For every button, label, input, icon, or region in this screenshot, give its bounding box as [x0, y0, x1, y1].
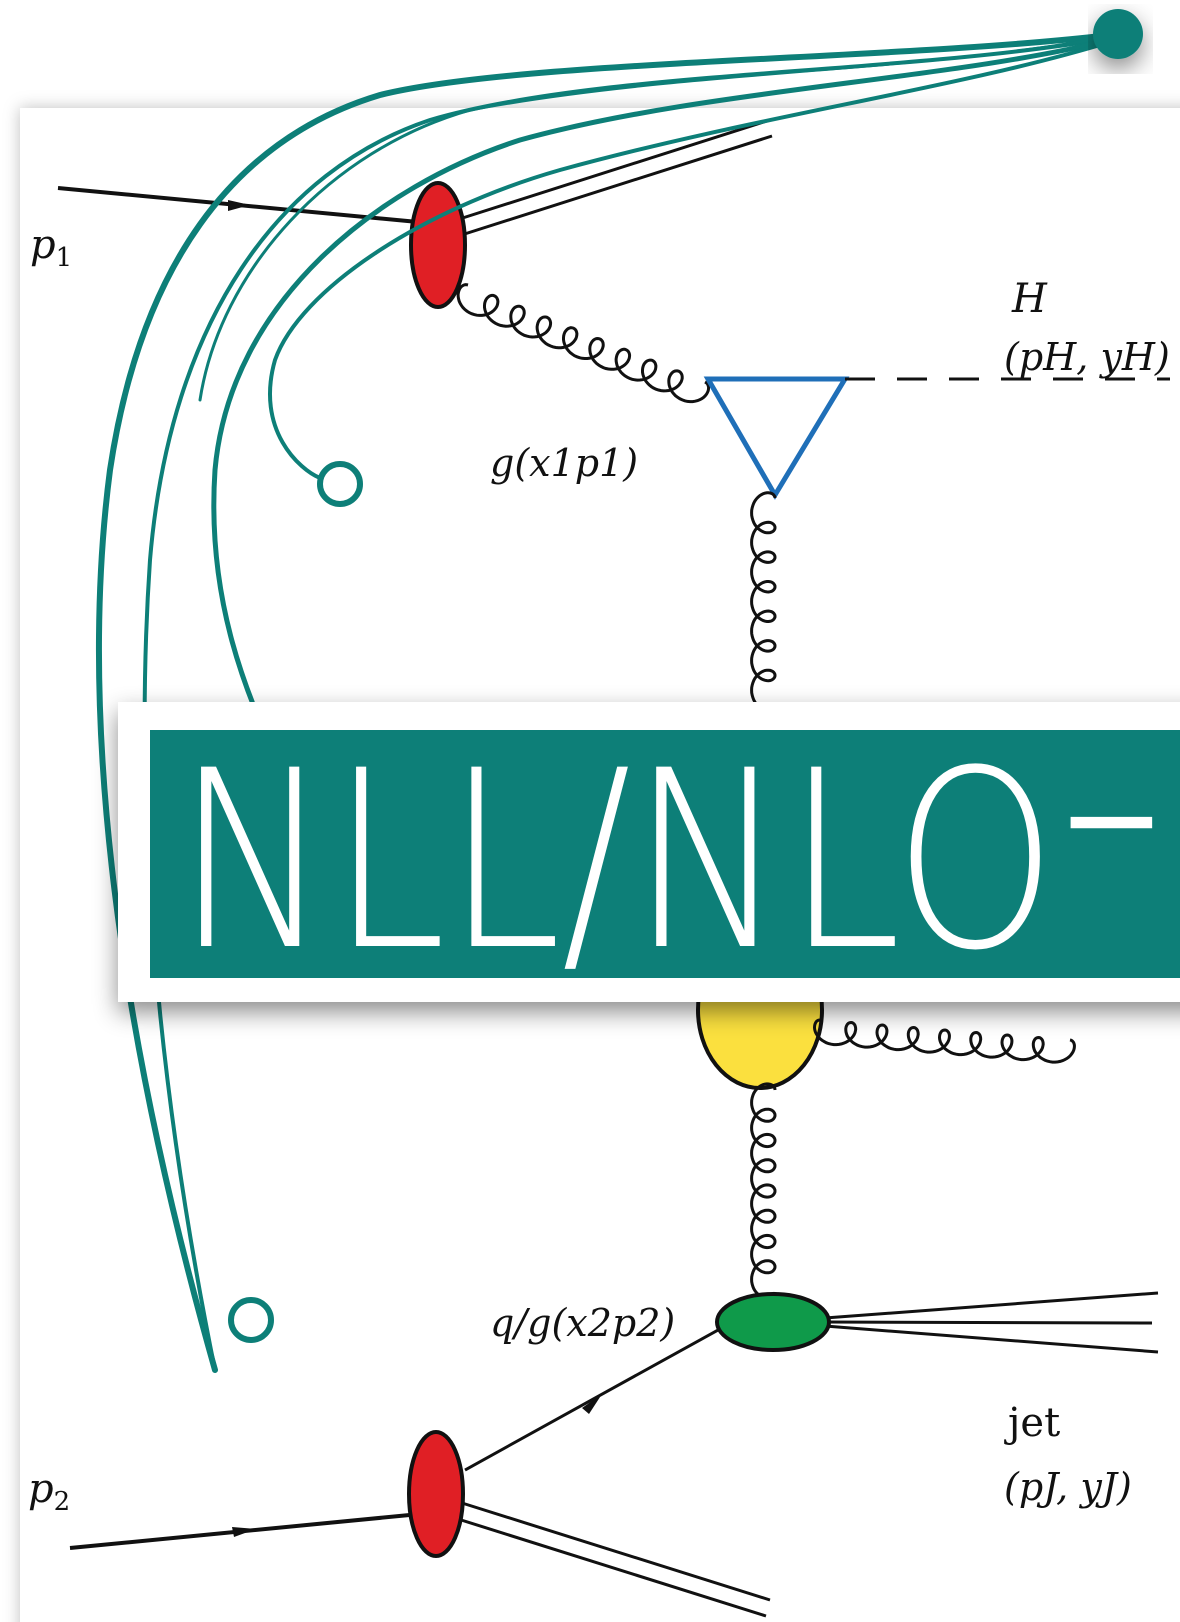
label-higgs: H [1011, 276, 1048, 322]
label-gluon-x1: g(x1p1) [490, 441, 638, 485]
proton-p2-arrow [232, 1527, 256, 1537]
jet-line-c [824, 1324, 1159, 1354]
proton-p1-arrow [228, 200, 250, 211]
teal-knot [1093, 9, 1143, 59]
parton-x2-arrow [582, 1394, 602, 1414]
emitted-gluon-right [812, 1018, 1076, 1064]
jet-line-a [824, 1291, 1159, 1320]
teal-loop-upper [317, 461, 363, 507]
teal-loop-lower [228, 1297, 274, 1343]
parton-x2-line [464, 1328, 719, 1472]
p1-remnant-line-b [451, 134, 773, 240]
higgs-vertex-triangle [703, 376, 850, 500]
label-jet-kinematics: (pJ, yJ) [1004, 1465, 1132, 1509]
label-p1: p1 [30, 222, 72, 273]
p1-remnant-line-a [449, 118, 771, 224]
gluon-x1-coil [456, 283, 711, 404]
label-p2: p2 [28, 1466, 70, 1517]
jet-vertex-blob [715, 1292, 831, 1352]
gluon-coil-path [750, 491, 777, 712]
proton-p1-blob [409, 181, 467, 309]
nll-nlo-banner [118, 702, 1180, 1002]
p2-remnant-line-b [457, 1517, 767, 1618]
p2-remnant-line-a [461, 1501, 771, 1602]
t-channel-gluon-upper [750, 491, 777, 712]
gluon-coil-path [456, 283, 711, 404]
t-channel-gluon-lower [750, 1082, 777, 1300]
gluon-coil-path [812, 1018, 1076, 1064]
label-higgs-kinematics: (pH, yH) [1004, 335, 1170, 379]
label-parton-x2: q/g(x2p2) [490, 1301, 675, 1345]
jet-line-b [824, 1320, 1153, 1325]
banner-text: NLL/NLO⁻ [176, 719, 1166, 1005]
proton-p2-blob [407, 1430, 465, 1558]
label-jet: jet [1004, 1400, 1060, 1446]
gluon-coil-path [750, 1082, 777, 1300]
